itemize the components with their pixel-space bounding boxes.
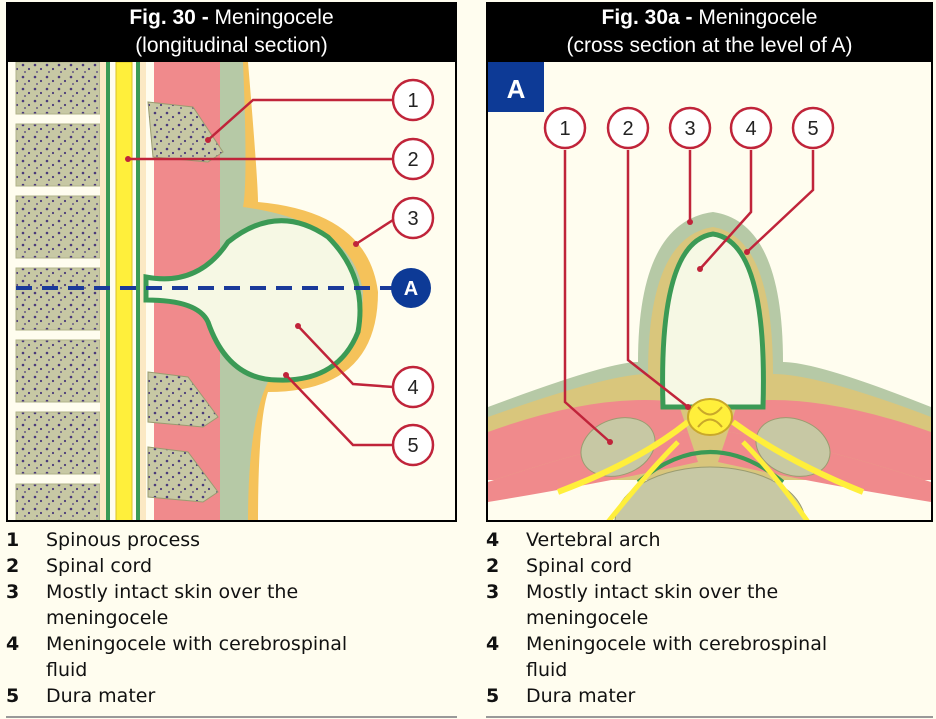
svg-text:5: 5 xyxy=(407,435,418,457)
svg-text:1: 1 xyxy=(559,118,570,140)
svg-text:3: 3 xyxy=(407,208,418,230)
longitudinal-section-diagram: 1 2 3 4 5 A xyxy=(6,62,457,522)
vertebral-body xyxy=(614,466,806,520)
svg-text:A: A xyxy=(507,74,526,104)
svg-text:1: 1 xyxy=(407,90,418,112)
callout-5: 5 xyxy=(391,423,435,467)
meningocele-sac xyxy=(660,231,766,410)
callout-3: 3 xyxy=(668,106,712,150)
svg-text:4: 4 xyxy=(407,377,418,399)
svg-text:5: 5 xyxy=(807,118,818,140)
figure-30-panel: Fig. 30 - Meningocele (longitudinal sect… xyxy=(6,2,457,718)
divider xyxy=(6,716,457,718)
meningocele-sac xyxy=(143,218,363,383)
callout-2: 2 xyxy=(606,106,650,150)
figure-30a-panel: Fig. 30a - Meningocele (cross section at… xyxy=(486,2,933,718)
callout-1: 1 xyxy=(543,106,587,150)
callout-5: 5 xyxy=(791,106,835,150)
callout-4: 4 xyxy=(391,365,435,409)
figure-30a-title: Meningocele xyxy=(698,6,818,29)
spinal-cord xyxy=(687,398,733,436)
callout-4: 4 xyxy=(729,106,773,150)
spinal-cord xyxy=(115,62,133,520)
callout-1: 1 xyxy=(391,78,435,122)
paraspinal-muscle-upper xyxy=(154,62,220,277)
figure-30-label: Fig. 30 - xyxy=(129,6,209,29)
svg-text:4: 4 xyxy=(745,118,756,140)
svg-text:A: A xyxy=(404,278,418,300)
vertebral-bodies xyxy=(15,62,101,520)
svg-text:2: 2 xyxy=(622,118,633,140)
callout-a: A xyxy=(391,268,431,308)
figure-30-title: Meningocele xyxy=(214,6,334,29)
figure-30a-subtitle: (cross section at the level of A) xyxy=(566,34,853,57)
vertebral-arch-right xyxy=(755,417,831,477)
figure-30a-header: Fig. 30a - Meningocele (cross section at… xyxy=(486,2,933,62)
divider xyxy=(486,716,933,718)
callout-3: 3 xyxy=(391,196,435,240)
figure-30-header: Fig. 30 - Meningocele (longitudinal sect… xyxy=(6,2,457,62)
spinous-processes xyxy=(147,101,224,503)
section-tag-a: A xyxy=(488,62,544,112)
figure-30-subtitle: (longitudinal section) xyxy=(135,34,328,57)
svg-text:2: 2 xyxy=(407,149,418,171)
svg-text:3: 3 xyxy=(684,118,695,140)
callout-2: 2 xyxy=(391,137,435,181)
cross-section-diagram: A 1 2 3 4 5 xyxy=(486,62,933,522)
figure-30a-label: Fig. 30a - xyxy=(601,6,693,29)
